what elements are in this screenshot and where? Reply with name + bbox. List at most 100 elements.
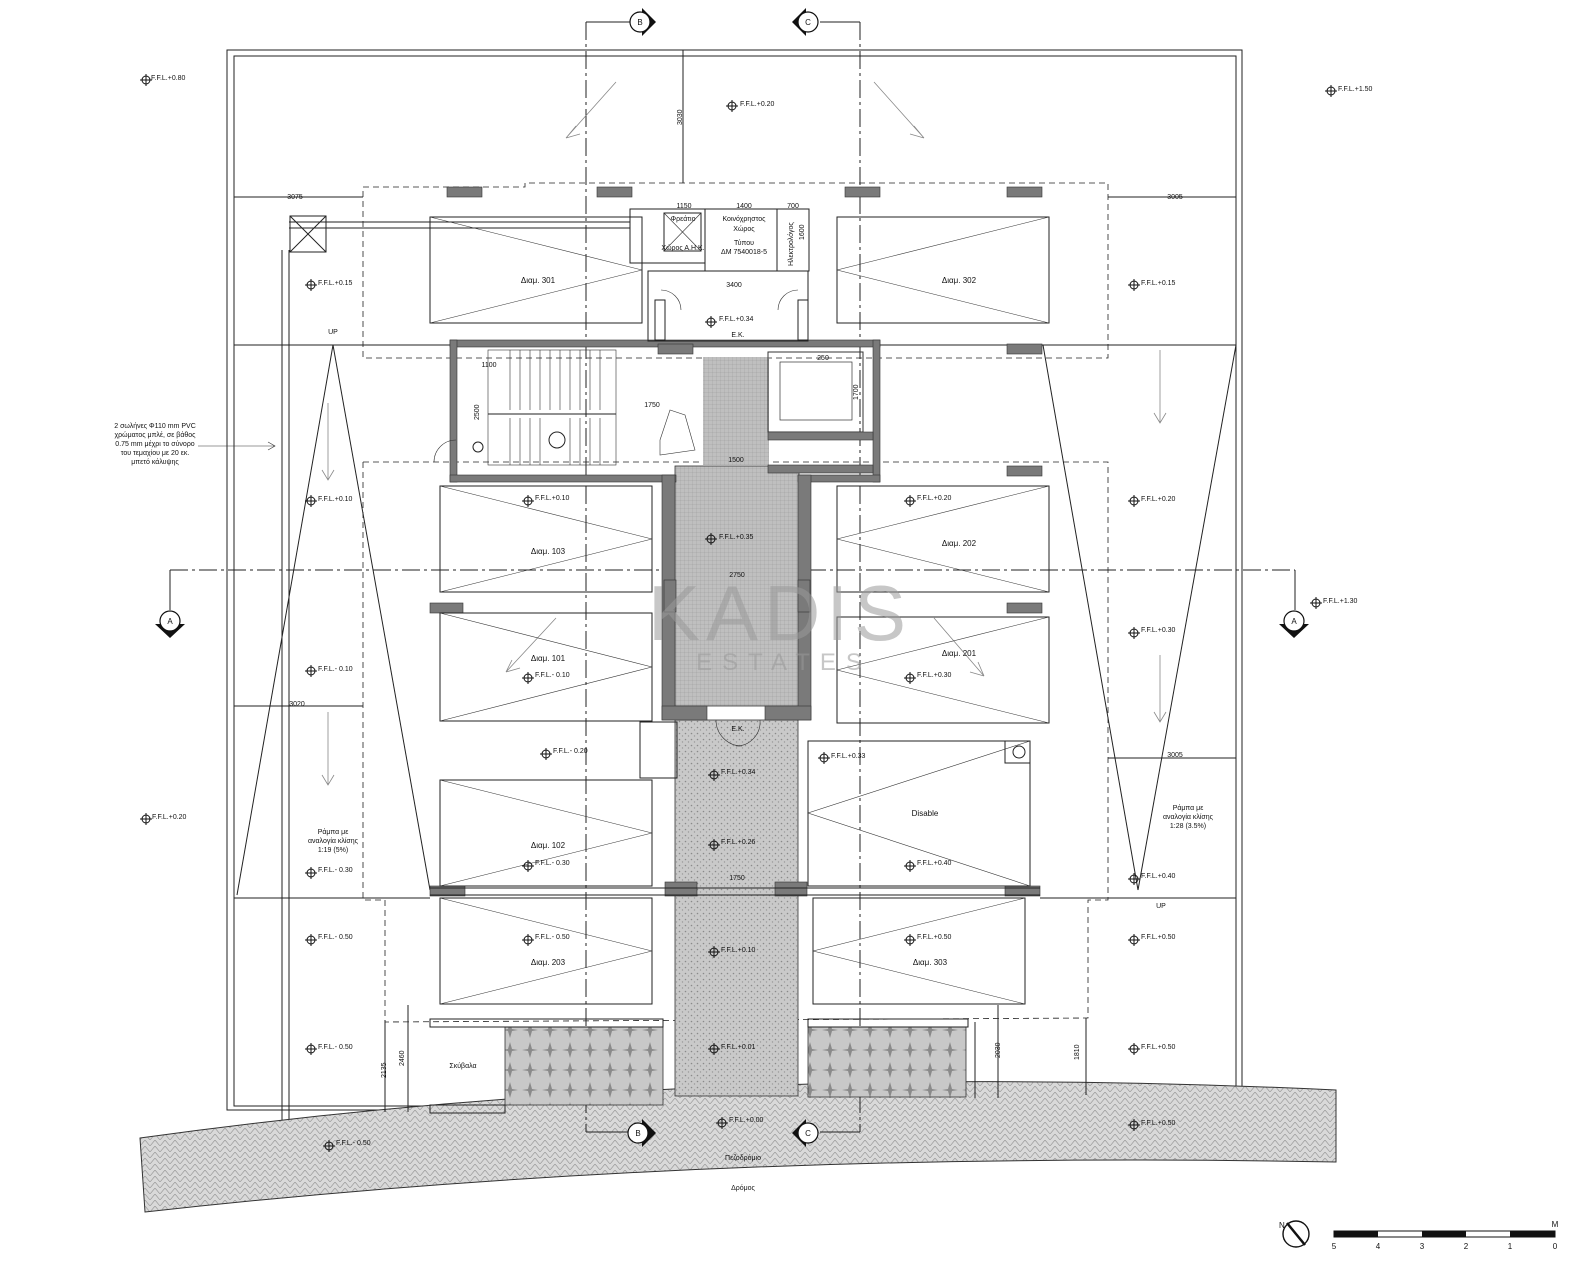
ramp-right-line3: 1:28 (3.5%) bbox=[1170, 823, 1206, 830]
dim-2135: 2135 bbox=[381, 1062, 388, 1078]
parking-bay-102: Διαμ. 102 bbox=[439, 779, 653, 887]
svg-text:F.F.L.+0.20: F.F.L.+0.20 bbox=[1141, 496, 1176, 503]
north-label: N bbox=[1279, 1221, 1285, 1230]
level-marker: F.F.L.- 0.50 bbox=[305, 934, 353, 946]
svg-text:F.F.L.+0.10: F.F.L.+0.10 bbox=[535, 495, 570, 502]
up-right: UP bbox=[1156, 903, 1166, 910]
level-marker: F.F.L.+0.33 bbox=[818, 752, 866, 764]
pipe-note-line4: του τεμαχίου με 20 εκ. bbox=[121, 449, 190, 457]
marker-a-right-label: A bbox=[1291, 617, 1297, 626]
svg-text:F.F.L.+0.30: F.F.L.+0.30 bbox=[1141, 627, 1176, 634]
svg-text:F.F.L.+0.33: F.F.L.+0.33 bbox=[831, 753, 866, 760]
svg-text:F.F.L.- 0.20: F.F.L.- 0.20 bbox=[553, 748, 588, 755]
dim-1400: 1400 bbox=[736, 203, 752, 210]
level-marker: F.F.L.+1.30 bbox=[1310, 597, 1358, 609]
level-marker: F.F.L.+0.10 bbox=[522, 495, 570, 507]
pipe-note-line5: μπετό κάλυψης bbox=[131, 458, 179, 466]
section-marker-b-top: B bbox=[629, 8, 656, 36]
level-marker: F.F.L.+0.35 bbox=[705, 533, 754, 545]
parking-bay-201: Διαμ. 201 bbox=[836, 616, 1050, 724]
svg-text:F.F.L.+0.40: F.F.L.+0.40 bbox=[917, 860, 952, 867]
north-arrow: N bbox=[1279, 1220, 1310, 1248]
svg-text:F.F.L.+0.26: F.F.L.+0.26 bbox=[721, 839, 756, 846]
parking-bays: Διαμ. 301 Διαμ. 302 Διαμ. 103 Διαμ. 202 … bbox=[429, 216, 1050, 1005]
dim-3020: 3020 bbox=[289, 701, 305, 708]
svg-text:F.F.L.- 0.50: F.F.L.- 0.50 bbox=[535, 934, 570, 941]
watermark: KADIS ESTATES bbox=[648, 569, 906, 676]
level-marker: F.F.L.+0.30 bbox=[904, 672, 952, 684]
marker-b-label: B bbox=[637, 18, 642, 27]
svg-text:F.F.L.+0.20: F.F.L.+0.20 bbox=[152, 814, 187, 821]
dim-3005-top: 3005 bbox=[1167, 194, 1183, 201]
level-marker: F.F.L.+0.15 bbox=[1128, 279, 1176, 291]
room-common-line4: ΔΜ 7540018-5 bbox=[721, 249, 767, 256]
scale-bar: 5 4 3 2 1 0 M bbox=[1332, 1220, 1559, 1251]
room-pezodromio: Πεζοδρόμιο bbox=[725, 1154, 761, 1162]
dim-1750-stair: 1750 bbox=[644, 402, 660, 409]
dimension-labels: 3030 3075 3005 1150 1400 700 1600 3400 1… bbox=[287, 109, 1183, 1078]
parking-label-303: Διαμ. 303 bbox=[913, 958, 948, 967]
svg-text:F.F.L.+0.15: F.F.L.+0.15 bbox=[318, 280, 353, 287]
svg-text:F.F.L.+1.50: F.F.L.+1.50 bbox=[1338, 86, 1373, 93]
svg-text:F.F.L.- 0.30: F.F.L.- 0.30 bbox=[535, 860, 570, 867]
level-marker: F.F.L.+0.01 bbox=[708, 1043, 756, 1055]
parking-label-203: Διαμ. 203 bbox=[531, 958, 566, 967]
level-marker: F.F.L.+0.50 bbox=[1128, 934, 1176, 946]
room-ek-top: Ε.Κ. bbox=[731, 332, 744, 339]
scale-tick-5: 5 bbox=[1332, 1242, 1337, 1251]
svg-text:F.F.L.- 0.50: F.F.L.- 0.50 bbox=[318, 1044, 353, 1051]
parking-bay-302: Διαμ. 302 bbox=[836, 216, 1050, 324]
scale-tick-3: 3 bbox=[1420, 1242, 1425, 1251]
parking-bay-202: Διαμ. 202 bbox=[836, 485, 1050, 593]
room-common-line2: Χώρος bbox=[733, 225, 755, 233]
road bbox=[139, 1081, 1337, 1213]
svg-text:F.F.L.+0.80: F.F.L.+0.80 bbox=[151, 75, 186, 82]
dim-2030: 2030 bbox=[995, 1042, 1002, 1058]
svg-text:F.F.L.+0.34: F.F.L.+0.34 bbox=[719, 316, 754, 323]
level-marker: F.F.L.+0.34 bbox=[705, 316, 754, 328]
watermark-line2: ESTATES bbox=[696, 649, 872, 676]
svg-text:F.F.L.+0.15: F.F.L.+0.15 bbox=[1141, 280, 1176, 287]
level-marker: F.F.L.- 0.30 bbox=[522, 860, 570, 872]
parking-label-101: Διαμ. 101 bbox=[531, 654, 566, 663]
level-marker: F.F.L.+0.30 bbox=[1128, 627, 1176, 639]
dim-700: 700 bbox=[787, 203, 799, 210]
corridor bbox=[504, 357, 967, 1106]
level-marker: F.F.L.+0.50 bbox=[904, 934, 952, 946]
level-marker: F.F.L.+0.40 bbox=[1128, 873, 1176, 885]
level-marker: F.F.L.+0.10 bbox=[708, 946, 756, 958]
dim-1150: 1150 bbox=[676, 203, 691, 210]
level-marker: F.F.L.- 0.30 bbox=[305, 867, 353, 879]
svg-text:F.F.L.+0.01: F.F.L.+0.01 bbox=[721, 1044, 756, 1051]
covered-zones bbox=[362, 182, 1109, 1023]
marker-a-left-label: A bbox=[167, 617, 173, 626]
up-left: UP bbox=[328, 329, 338, 336]
section-marker-c-top: C bbox=[792, 8, 819, 36]
section-marker-a-left: A bbox=[155, 610, 185, 638]
dim-1100: 1100 bbox=[481, 362, 496, 369]
svg-text:F.F.L.+1.30: F.F.L.+1.30 bbox=[1323, 598, 1358, 605]
marker-c-bottom-label: C bbox=[805, 1129, 811, 1138]
room-common-line1: Κοινόχρηστος bbox=[722, 215, 766, 223]
parking-label-disable: Disable bbox=[912, 809, 939, 818]
parking-label-102: Διαμ. 102 bbox=[531, 841, 566, 850]
level-marker: F.F.L.- 0.20 bbox=[540, 748, 588, 760]
wall-markers bbox=[429, 186, 1043, 1114]
svg-text:F.F.L.- 0.50: F.F.L.- 0.50 bbox=[318, 934, 353, 941]
scale-tick-2: 2 bbox=[1464, 1242, 1469, 1251]
room-common-line3: Τύπου bbox=[734, 239, 754, 247]
scale-tick-1: 1 bbox=[1508, 1242, 1513, 1251]
parking-label-302: Διαμ. 302 bbox=[942, 276, 977, 285]
room-ek-bottom: Ε.Κ. bbox=[731, 726, 744, 733]
parking-bay-disable: Disable bbox=[807, 740, 1031, 887]
svg-text:F.F.L.+0.35: F.F.L.+0.35 bbox=[719, 534, 754, 541]
ramp-right-line2: αναλογία κλίσης bbox=[1163, 813, 1214, 821]
level-marker: F.F.L.- 0.10 bbox=[522, 672, 570, 684]
core-walls bbox=[449, 339, 881, 721]
svg-text:F.F.L.+0.50: F.F.L.+0.50 bbox=[1141, 934, 1176, 941]
pipe-note-line3: 0.75 mm μέχρι το σύνορο bbox=[115, 440, 195, 448]
room-labels: Φρεάτιο Χώρος Α.Η.Κ. Κοινόχρηστος Χώρος … bbox=[449, 215, 795, 1192]
svg-text:F.F.L.- 0.50: F.F.L.- 0.50 bbox=[336, 1140, 371, 1147]
level-marker: F.F.L.- 0.50 bbox=[323, 1140, 371, 1152]
ramp-lines bbox=[234, 50, 1237, 1112]
